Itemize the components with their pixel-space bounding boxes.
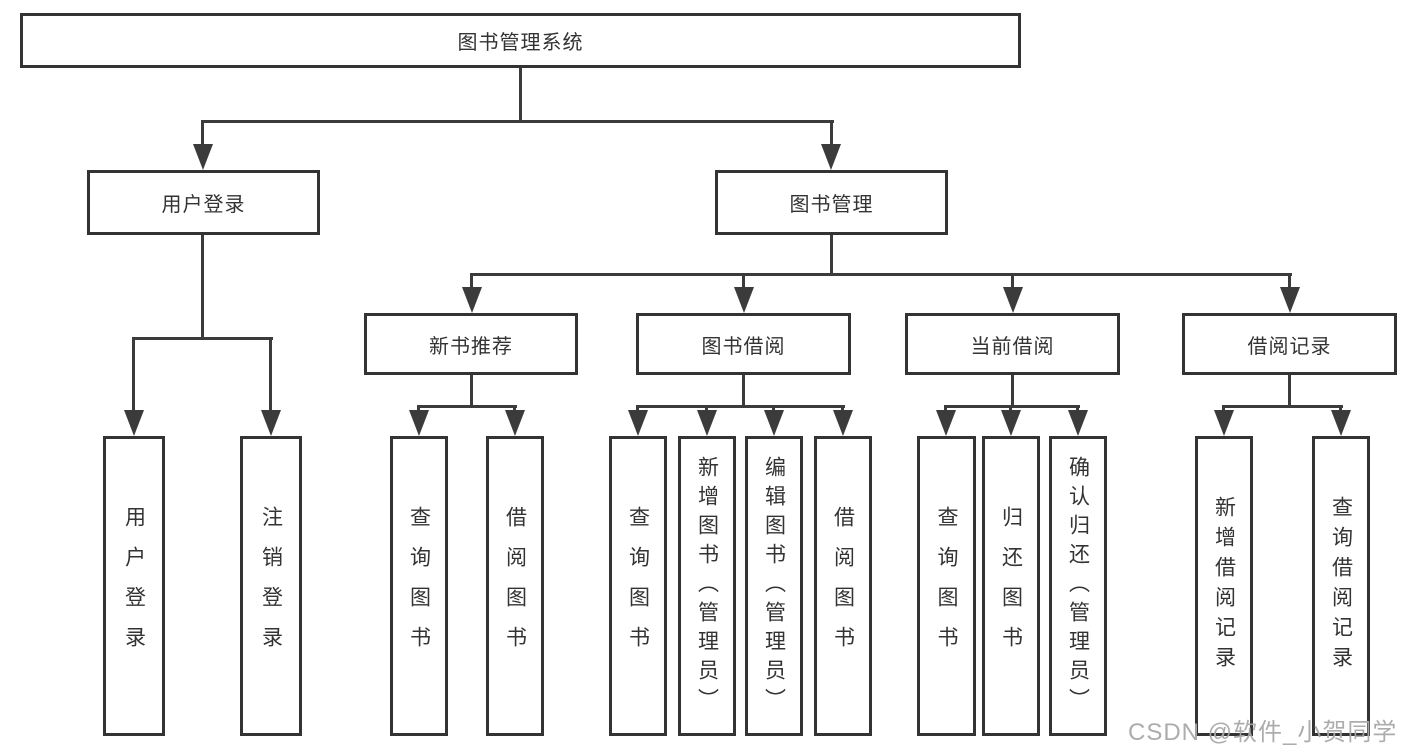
connector-level3-rail [470,273,1292,276]
node-borrow-records-label: 借阅记录 [1247,335,1332,358]
leaf-bb-add-book-admin-label: 新增图书（管理员） [695,455,719,717]
leaf-bb-edit-book-admin-label: 编辑图书（管理员） [762,455,786,717]
connector-user-login-stub [201,235,204,339]
arrowhead-icon [261,410,281,436]
node-book-borrow-label: 图书借阅 [701,335,786,358]
connector-stub [1288,375,1291,407]
arrowhead-icon [821,144,841,170]
node-book-management-label: 图书管理 [789,194,874,216]
connector-drop [513,405,516,413]
arrowhead-icon [1001,410,1021,436]
node-borrow-records: 借阅记录 [1182,313,1397,375]
leaf-cb-query-books-label: 查询图书 [935,506,958,666]
node-user-login: 用户登录 [87,170,320,235]
connector-rail [636,405,845,408]
connector-drop [1222,405,1225,413]
arrowhead-icon [833,410,853,436]
leaf-nb-borrow-books-label: 借阅图书 [503,506,527,666]
leaf-cb-query-books: 查询图书 [917,436,976,736]
connector-drop [705,405,708,413]
arrowhead-icon [697,410,717,436]
connector-drop [830,120,833,146]
leaf-bb-edit-book-admin: 编辑图书（管理员） [745,436,803,736]
leaf-nb-query-books: 查询图书 [390,436,448,736]
node-user-login-label: 用户登录 [161,194,246,216]
leaf-br-query-record: 查询借阅记录 [1312,436,1370,736]
connector-drop [1009,405,1012,413]
connector-rail [1222,405,1343,408]
leaf-cb-confirm-return-admin: 确认归还（管理员） [1049,436,1107,736]
connector-drop [1011,273,1014,289]
leaf-br-add-record-label: 新增借阅记录 [1212,496,1236,676]
arrowhead-icon [1331,410,1351,436]
connector-level2-rail [201,120,834,123]
connector-drop [1076,405,1079,413]
connector-stub [742,375,745,407]
leaf-user-login: 用户登录 [103,436,165,736]
connector-drop [944,405,947,413]
arrowhead-icon [1068,410,1088,436]
leaf-bb-borrow-books: 借阅图书 [814,436,872,736]
watermark: CSDN @软件_小贺同学 [1128,719,1398,746]
leaf-nb-borrow-books: 借阅图书 [486,436,544,736]
node-new-book-recommend-label: 新书推荐 [429,335,513,358]
arrowhead-icon [734,287,754,313]
leaf-logout-label: 注销登录 [259,506,283,666]
connector-book-mgmt-stub [830,235,833,275]
leaf-cb-confirm-return-admin-label: 确认归还（管理员） [1066,455,1090,717]
node-book-management: 图书管理 [715,170,948,235]
connector-drop [841,405,844,413]
connector-drop [417,405,420,413]
connector-drop [742,273,745,289]
connector-drop [269,337,272,412]
leaf-cb-return-books-label: 归还图书 [999,506,1023,666]
arrowhead-icon [764,410,784,436]
node-root: 图书管理系统 [20,13,1021,68]
leaf-bb-query-books-label: 查询图书 [626,506,650,666]
connector-stub [1011,375,1014,407]
arrowhead-icon [462,287,482,313]
connector-root-stub [519,68,522,123]
arrowhead-icon [505,410,525,436]
node-current-borrow-label: 当前借阅 [970,335,1055,358]
leaf-logout: 注销登录 [240,436,302,736]
connector-drop [772,405,775,413]
connector-rail [417,405,517,408]
connector-drop [201,120,204,146]
node-new-book-recommend: 新书推荐 [364,313,578,375]
leaf-cb-return-books: 归还图书 [982,436,1040,736]
arrowhead-icon [936,410,956,436]
leaf-bb-add-book-admin: 新增图书（管理员） [678,436,736,736]
connector-drop [636,405,639,413]
arrowhead-icon [409,410,429,436]
arrowhead-icon [1214,410,1234,436]
connector-drop [1339,405,1342,413]
leaf-bb-borrow-books-label: 借阅图书 [831,506,855,666]
arrowhead-icon [1003,287,1023,313]
connector-drop [470,273,473,289]
leaf-bb-query-books: 查询图书 [609,436,667,736]
leaf-user-login-label: 用户登录 [122,506,146,666]
node-root-label: 图书管理系统 [457,32,584,54]
arrowhead-icon [124,410,144,436]
arrowhead-icon [628,410,648,436]
connector-user-login-rail [132,337,273,340]
arrowhead-icon [193,144,213,170]
node-current-borrow: 当前借阅 [905,313,1120,375]
connector-rail [944,405,1080,408]
leaf-nb-query-books-label: 查询图书 [407,506,431,666]
connector-drop [1288,273,1291,289]
leaf-br-query-record-label: 查询借阅记录 [1329,496,1353,676]
arrowhead-icon [1280,287,1300,313]
connector-drop [132,337,135,412]
node-book-borrow: 图书借阅 [636,313,851,375]
leaf-br-add-record: 新增借阅记录 [1195,436,1253,736]
connector-stub [470,375,473,407]
